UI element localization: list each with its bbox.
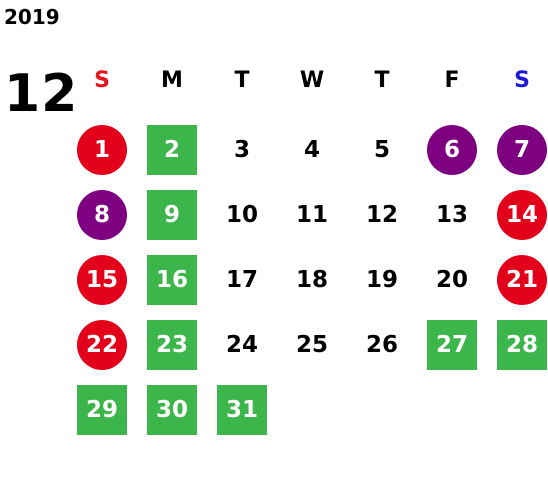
weekday-friday: F [444, 68, 460, 93]
calendar-day-8[interactable]: 8 [77, 190, 127, 240]
calendar-day-21[interactable]: 21 [497, 255, 547, 305]
weekday-monday: M [161, 68, 183, 93]
calendar-day-11[interactable]: 11 [295, 202, 328, 228]
calendar-day-26[interactable]: 26 [365, 332, 398, 358]
calendar-day-1[interactable]: 1 [77, 125, 127, 175]
calendar-day-12[interactable]: 12 [365, 202, 398, 228]
weekday-thursday: T [374, 68, 390, 93]
calendar-day-20[interactable]: 20 [435, 267, 468, 293]
calendar-day-9[interactable]: 9 [147, 190, 197, 240]
calendar-day-4[interactable]: 4 [303, 137, 320, 163]
month-number: 12 [4, 64, 79, 124]
weekday-sunday: S [94, 68, 110, 93]
calendar-day-28[interactable]: 28 [497, 320, 547, 370]
calendar-day-17[interactable]: 17 [225, 267, 258, 293]
calendar-day-31[interactable]: 31 [217, 385, 267, 435]
calendar-day-22[interactable]: 22 [77, 320, 127, 370]
weekday-wednesday: W [299, 68, 325, 93]
calendar-day-24[interactable]: 24 [225, 332, 258, 358]
calendar-day-6[interactable]: 6 [427, 125, 477, 175]
calendar-day-3[interactable]: 3 [233, 137, 250, 163]
weekday-saturday: S [514, 68, 530, 93]
calendar-day-29[interactable]: 29 [77, 385, 127, 435]
calendar-day-27[interactable]: 27 [427, 320, 477, 370]
calendar-day-16[interactable]: 16 [147, 255, 197, 305]
calendar-day-2[interactable]: 2 [147, 125, 197, 175]
calendar-day-19[interactable]: 19 [365, 267, 398, 293]
calendar-day-25[interactable]: 25 [295, 332, 328, 358]
calendar-day-15[interactable]: 15 [77, 255, 127, 305]
calendar-day-14[interactable]: 14 [497, 190, 547, 240]
calendar-day-10[interactable]: 10 [225, 202, 258, 228]
year-label: 2019 [4, 5, 60, 29]
calendar-day-23[interactable]: 23 [147, 320, 197, 370]
calendar-day-18[interactable]: 18 [295, 267, 328, 293]
calendar-day-13[interactable]: 13 [435, 202, 468, 228]
weekday-tuesday: T [234, 68, 250, 93]
calendar-day-30[interactable]: 30 [147, 385, 197, 435]
calendar-day-7[interactable]: 7 [497, 125, 547, 175]
calendar-day-5[interactable]: 5 [373, 137, 390, 163]
